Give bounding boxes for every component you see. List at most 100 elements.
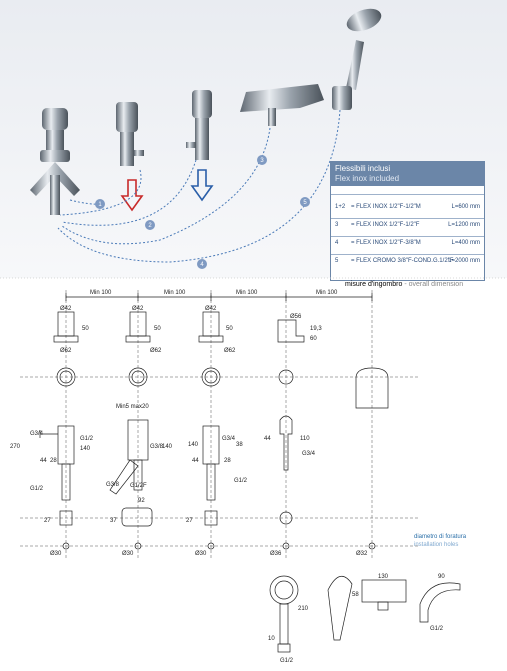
mixer-valve-photo (30, 108, 80, 215)
product-photo-illustration: 1 2 3 4 5 (30, 8, 382, 269)
dim-d62: Ø62 (150, 348, 162, 354)
flex-desc: = FLEX INOX 1/2"F-3/8"M (351, 240, 421, 246)
photo-markers: 1 2 3 4 5 (95, 155, 310, 269)
dim-60: 60 (310, 336, 317, 342)
dim-27: 27 (186, 518, 193, 524)
flex-hoses-legend: Flessibili inclusi Flex inox included 1+… (330, 161, 485, 281)
flex-legend-title: Flessibili inclusi (335, 164, 391, 173)
spacing-label: Min 100 (164, 290, 186, 296)
dim-g34: G3/4 (30, 431, 44, 437)
dim-140: 140 (162, 444, 173, 450)
marker-2 (145, 220, 155, 230)
caption-sep: - (402, 281, 409, 288)
hand-shower-front-view (269, 575, 299, 653)
flex-length: L=600 mm (451, 204, 480, 210)
dim-d42: Ø42 (132, 306, 144, 312)
hand-shower-photo (332, 8, 382, 110)
drilling-caption-en: installation holes (414, 542, 459, 548)
dim-140: 140 (80, 446, 91, 452)
caption-en: overall dimension (408, 281, 464, 288)
dim-44: 44 (40, 458, 47, 464)
flex-length: L=2000 mm (448, 258, 480, 264)
divider (331, 194, 484, 195)
flex-desc: = FLEX INOX 1/2"F-1/2"F (351, 222, 420, 228)
marker-5 (300, 197, 310, 207)
flex-code: 4 (335, 240, 339, 246)
dim-g34: G3/4 (302, 451, 316, 457)
dim-g12-bottom: G1/2 (30, 486, 44, 492)
dim-140: 140 (188, 442, 199, 448)
dim-50: 50 (154, 326, 161, 332)
flex-legend-header: Flessibili inclusi Flex inox included (331, 162, 484, 186)
dim-28: 28 (224, 458, 231, 464)
dim-g12: G1/2 (430, 626, 444, 632)
overall-dimension-caption: misure d'ingombro - overall dimension (345, 281, 463, 288)
plan-view-circles (56, 367, 389, 409)
dim-g38: G3/8 (106, 482, 120, 488)
spout-side-view (277, 319, 305, 343)
svg-text:5: 5 (303, 200, 307, 206)
flex-length: L=1200 mm (448, 222, 480, 228)
spacing-label: Min 100 (90, 290, 112, 296)
dim-58: 58 (352, 592, 359, 598)
flex-legend-subtitle: Flex inox included (335, 174, 400, 183)
dim-270: 270 (10, 444, 21, 450)
valve-side-view (125, 311, 151, 343)
marker-4 (197, 259, 207, 269)
svg-text:3: 3 (260, 158, 264, 164)
dim-g34: G3/4 (222, 436, 236, 442)
divider (331, 254, 484, 255)
dim-g12: G1/2 (80, 436, 94, 442)
drilling-hole-markers (62, 542, 376, 550)
dim-38: 38 (236, 442, 243, 448)
svg-text:1: 1 (98, 202, 102, 208)
dim-d62: Ø62 (224, 348, 236, 354)
marker-3 (257, 155, 267, 165)
dim-g12: G1/2 (280, 658, 294, 664)
dim-27: 27 (44, 518, 51, 524)
product-photo-area: 1 2 3 4 5 Flessibili inclusi Flex inox i… (0, 0, 507, 281)
dim-g38: G3/8 (150, 444, 164, 450)
spacing-label: Min 100 (316, 290, 338, 296)
dim-90: 90 (438, 574, 445, 580)
dim-110: 110 (300, 436, 310, 442)
hole-d30: Ø30 (122, 551, 134, 557)
centre-lines (20, 290, 420, 560)
hole-d30: Ø30 (195, 551, 207, 557)
flex-desc: = FLEX CROMO 3/8"F-COND.G.1/2"F (351, 258, 454, 264)
dim-50: 50 (226, 326, 233, 332)
flex-desc: = FLEX INOX 1/2"F-1/2"M (351, 204, 421, 210)
hole-d36: Ø36 (270, 551, 282, 557)
valve-elevation (202, 425, 220, 501)
dim-d42: Ø42 (205, 306, 217, 312)
valve-photo (186, 90, 212, 160)
dim-37: 37 (110, 518, 117, 524)
flex-code: 1+2 (335, 204, 346, 210)
dim-44: 44 (192, 458, 199, 464)
holder-detail-view (361, 579, 407, 611)
valve-side-view (198, 311, 224, 343)
flex-length: L=400 mm (451, 240, 480, 246)
drilling-caption: diametro di foratura installation holes (414, 533, 466, 549)
dim-min-max: Min5 max20 (116, 404, 149, 410)
spout-elevation (279, 415, 293, 471)
hole-d30: Ø30 (50, 551, 62, 557)
dim-130: 130 (378, 574, 389, 580)
diverter-elevation (109, 419, 149, 495)
mixer-elevation (39, 425, 75, 501)
drilling-caption-it: diametro di foratura (414, 534, 467, 540)
hand-shower-side-view (327, 576, 353, 641)
svg-text:2: 2 (148, 223, 152, 229)
dim-g12: G1/2 (234, 478, 248, 484)
spout-photo (240, 84, 324, 126)
valve-side-view (53, 311, 79, 343)
hole-d32: Ø32 (356, 551, 368, 557)
dim-19-3: 19,3 (310, 326, 322, 332)
dim-d42: Ø42 (60, 306, 72, 312)
dim-28: 28 (50, 458, 57, 464)
dim-d56: Ø56 (290, 314, 302, 320)
flex-code: 3 (335, 222, 339, 228)
dim-92: 92 (138, 498, 145, 504)
